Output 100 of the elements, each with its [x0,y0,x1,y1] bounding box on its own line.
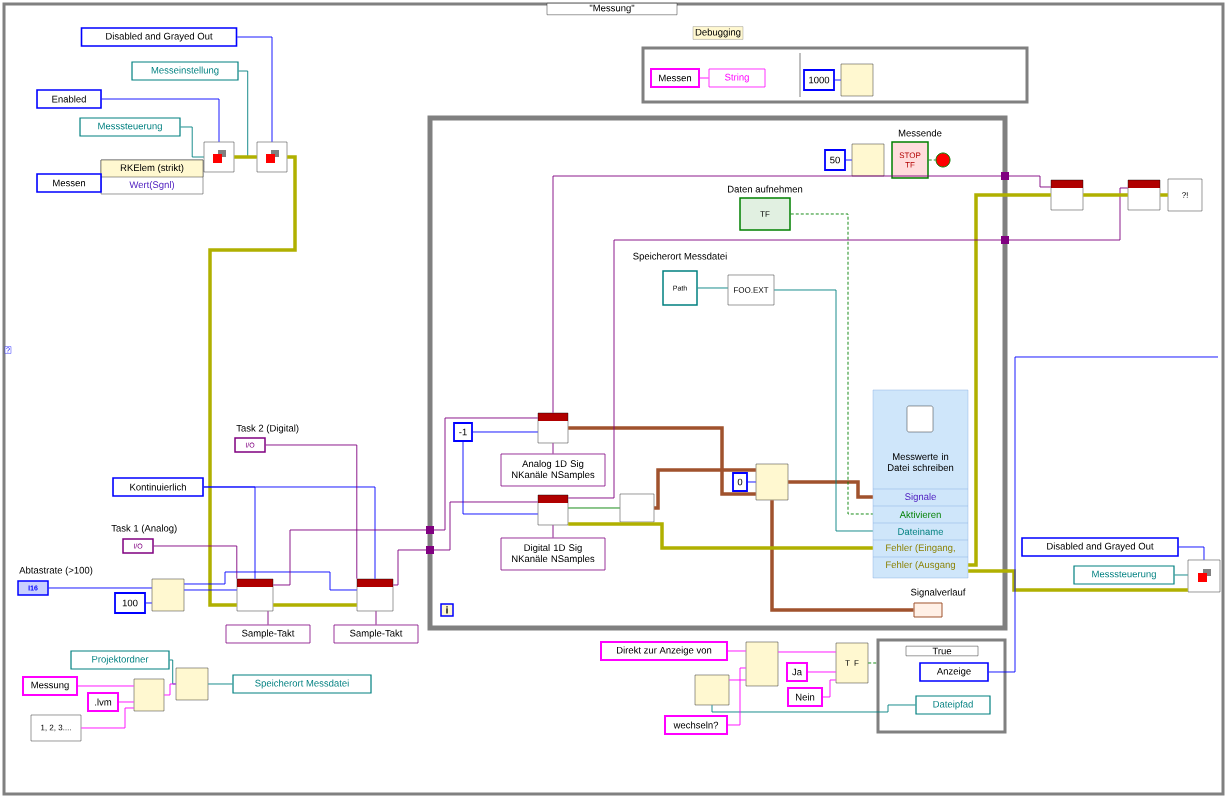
wire [153,545,238,580]
local-variable: Speicherort Messdatei [232,674,372,694]
wire [180,126,205,158]
function-icon [694,674,730,706]
wire [568,426,756,496]
wire [273,603,357,607]
function-icon [151,578,185,612]
wire [145,602,153,604]
wire [1174,574,1189,576]
wire [728,679,747,681]
string-constant: wechseln? [664,715,728,735]
string-constant: Direkt zur Anzeige von [600,641,728,661]
enum-constant: Messen [36,173,102,193]
ring-constant: Sample-Takt [333,624,419,644]
case-selector: "Messung" [546,3,678,15]
string-constant: .lvm [87,692,119,712]
wire [208,155,297,607]
wire [790,213,874,515]
wire [822,679,837,698]
numeric-constant: -1 [453,422,473,442]
local-variable: Messeinstellung [131,61,239,81]
wire [101,98,220,143]
enum-constant: Anzeige [919,662,989,682]
numeric-constant: 1000 [803,69,835,91]
function-icon [1127,179,1161,211]
ring-constant: Sample-Takt [225,624,311,644]
property-node-icon [1187,559,1221,593]
control-label: Messende [898,129,942,137]
function-icon [537,412,569,444]
wire [968,569,1188,592]
function-icon [755,463,789,501]
numeric-constant: 50 [824,149,846,171]
wire [845,159,853,161]
wire [968,193,1051,567]
enum-constant: Disabled and Grayed Out [1021,537,1179,557]
wire [375,610,377,626]
wire [203,486,376,580]
wire [80,707,135,729]
property-node-icon [256,141,288,173]
stop-button: STOP TF [891,141,929,179]
wire [183,571,358,591]
control-label: Daten aufnehmen [728,185,803,193]
wire [654,468,756,510]
function-icon [133,678,165,712]
function-icon [537,494,569,526]
wire [770,500,914,612]
property-node-icon [203,141,235,173]
wire [77,685,135,687]
wire [118,701,135,703]
function-icon [236,578,274,612]
case-selector: True [905,645,979,656]
wire [568,522,873,550]
numeric-constant: 100 [114,592,146,614]
structure-label: Debugging [692,26,744,40]
string-constant: Ja [786,662,808,682]
numeric-constant: 0 [732,472,748,492]
wire [552,524,554,539]
wire [1178,546,1205,561]
function-icon [745,641,779,687]
local-variable: Messsteuerung [79,117,181,137]
wire [207,683,233,685]
wire [462,441,539,515]
express-vi-node: Messwerte in Datei schreiben Signale Aktivieren Dateiname Fehler (Eingang, Fehler (Ausgang [872,389,969,579]
wire [163,683,177,696]
boolean-control: TF [739,197,791,231]
function-icon [619,493,655,523]
wire [777,651,837,653]
control-label: Signalverlauf [911,588,966,598]
wire [1083,193,1128,197]
wire [183,589,238,591]
string-constant: Messen [650,68,700,88]
wire [747,481,757,483]
wire [236,36,273,143]
wire [265,444,358,580]
enum-constant: Disabled and Grayed Out [80,27,238,47]
wire [788,480,873,499]
local-variable: Messsteuerung [1073,565,1175,585]
local-variable: String [708,68,766,88]
string-constant: Messung [22,676,78,696]
wire [392,501,539,586]
ring-constant: Digital 1D Sig NKanäle NSamples [500,537,606,571]
control-label: Task 2 (Digital) [236,424,299,434]
wire [697,287,729,289]
control-label: Abtastrate (>100) [19,566,93,576]
local-variable: Dateipfad [915,695,991,715]
ring-constant: Analog 1D Sig NKanäle NSamples [500,453,606,487]
wire [988,356,1219,673]
wire [552,175,1052,414]
wire [567,187,1129,499]
local-variable: Projektordner [70,650,170,670]
wire [711,704,916,713]
function-icon [175,667,209,701]
wire [928,159,936,161]
wire [834,79,842,81]
wire [773,289,874,532]
wire [472,431,539,433]
wire [727,650,747,652]
function-icon [1050,179,1084,211]
function-icon [851,143,885,177]
enum-constant: Enabled [36,89,102,109]
